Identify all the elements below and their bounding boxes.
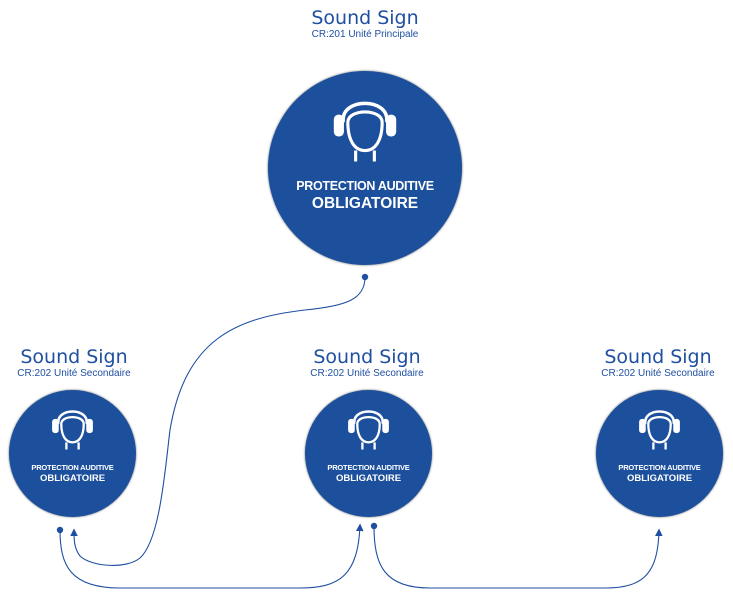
ear-protection-icon [639, 410, 680, 450]
secondary-unit-3-label: Sound Sign CR:202 Unité Secondaire [588, 347, 728, 380]
connector-start-dot [370, 522, 378, 530]
sign-text-line1: PROTECTION AUDITIVE [327, 463, 410, 472]
unit-subtitle: CR:201 Unité Principale [311, 29, 419, 40]
brand-name: Sound Sign [20, 346, 128, 368]
connector-start-dot [361, 273, 369, 281]
unit-subtitle: CR:202 Unité Secondaire [601, 368, 715, 379]
unit-subtitle: CR:202 Unité Secondaire [17, 368, 131, 379]
unit-subtitle: CR:202 Unité Secondaire [310, 368, 424, 379]
ear-protection-icon [52, 410, 93, 450]
sign-text-line1: PROTECTION AUDITIVE [618, 463, 701, 472]
sign-text-line1: PROTECTION AUDITIVE [31, 463, 114, 472]
connector-start-dot [56, 526, 64, 534]
ear-protection-icon [333, 101, 397, 162]
secondary-unit-1-sign: PROTECTION AUDITIVE OBLIGATOIRE [9, 390, 136, 517]
sign-text-line1: PROTECTION AUDITIVE [296, 179, 434, 193]
brand-name: Sound Sign [313, 346, 421, 368]
brand-name: Sound Sign [311, 7, 419, 29]
sign-text-line2: OBLIGATOIRE [39, 473, 106, 484]
connector-unit-2-to-unit-3 [373, 525, 663, 589]
secondary-unit-2-sign: PROTECTION AUDITIVE OBLIGATOIRE [305, 390, 432, 517]
secondary-unit-1-label: Sound Sign CR:202 Unité Secondaire [4, 347, 144, 380]
main-unit-sign: PROTECTION AUDITIVE OBLIGATOIRE [268, 71, 462, 265]
sign-text-line2: OBLIGATOIRE [626, 473, 693, 484]
secondary-unit-2-label: Sound Sign CR:202 Unité Secondaire [297, 347, 437, 380]
sign-text-line2: OBLIGATOIRE [311, 195, 419, 212]
brand-name: Sound Sign [604, 346, 712, 368]
ear-protection-icon [348, 410, 389, 450]
connector-unit-1-to-unit-2 [59, 523, 364, 589]
secondary-unit-3-sign: PROTECTION AUDITIVE OBLIGATOIRE [596, 390, 723, 517]
main-unit-label: Sound Sign CR:201 Unité Principale [255, 8, 475, 41]
sign-text-line2: OBLIGATOIRE [335, 473, 402, 484]
